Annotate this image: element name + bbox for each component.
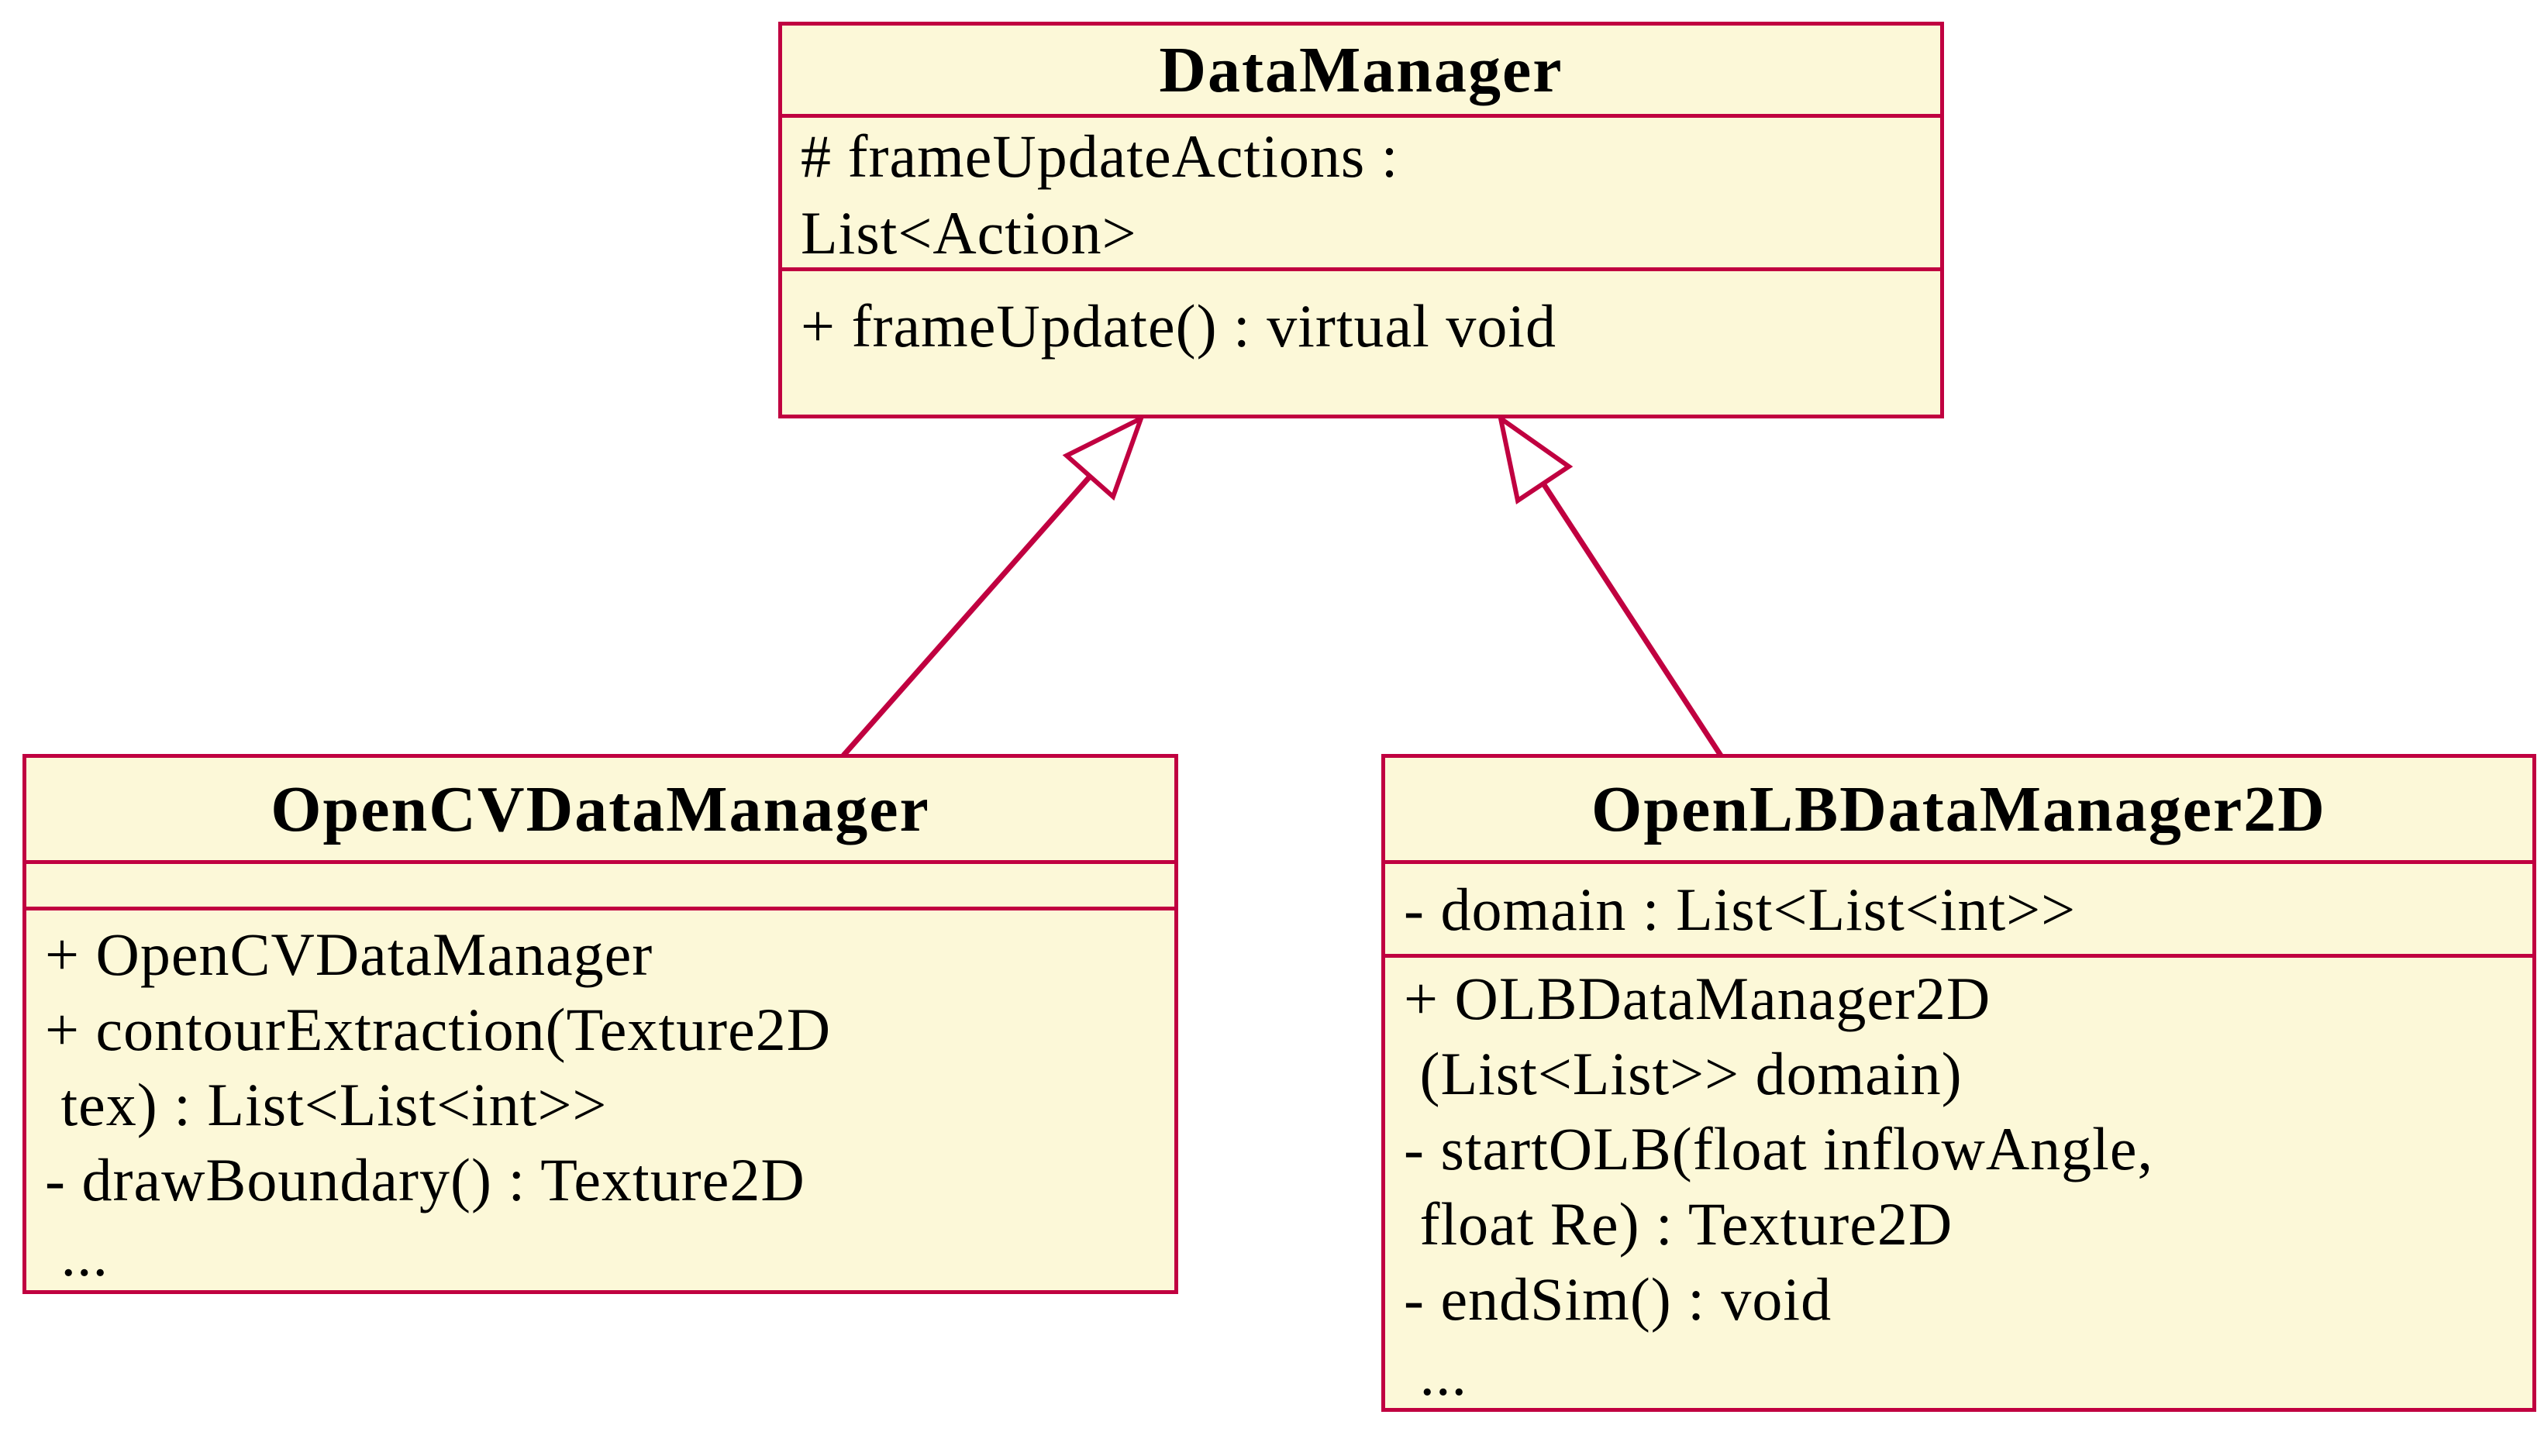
class-node-openlbdatamanager2d: OpenLBDataManager2D - domain : List<List… bbox=[1381, 754, 2536, 1412]
text-line: - startOLB(float inflowAngle, bbox=[1404, 1115, 2153, 1183]
class-title: OpenLBDataManager2D bbox=[1591, 773, 2326, 845]
class-attributes-compartment: # frameUpdateActions : List<Action> bbox=[782, 114, 1940, 267]
generalization-line bbox=[1541, 482, 1723, 757]
text-line: + OpenCVDataManager bbox=[45, 920, 653, 988]
text-line: ... bbox=[45, 1220, 109, 1289]
text-line: (List<List>> domain) bbox=[1404, 1040, 1963, 1108]
text-line: + contourExtraction(Texture2D bbox=[45, 995, 832, 1063]
text-line: tex) : List<List<int>> bbox=[45, 1070, 608, 1138]
class-node-datamanager: DataManager # frameUpdateActions : List<A… bbox=[778, 22, 1944, 418]
class-attributes-compartment: - domain : List<List<int>> bbox=[1385, 860, 2532, 954]
text-line: # frameUpdateActions : bbox=[801, 122, 1399, 190]
class-operations-compartment: + OpenCVDataManager + contourExtraction(T… bbox=[26, 906, 1174, 1290]
generalization-arrow-opencv-to-datamanager bbox=[841, 413, 1146, 758]
class-operations-compartment: + OLBDataManager2D (List<List>> domain) -… bbox=[1385, 954, 2532, 1408]
class-title: OpenCVDataManager bbox=[271, 773, 930, 845]
text-line: float Re) : Texture2D bbox=[1404, 1190, 1953, 1258]
text-line: - domain : List<List<int>> bbox=[1404, 876, 2077, 943]
class-operations-compartment: + frameUpdate() : virtual void bbox=[782, 267, 1940, 415]
text-line: ... bbox=[1404, 1341, 1467, 1408]
text-line: + OLBDataManager2D bbox=[1404, 965, 1991, 1033]
generalization-arrow-openlb-to-datamanager bbox=[1497, 413, 1723, 757]
hollow-triangle-arrowhead-icon bbox=[1062, 413, 1146, 501]
generalization-line bbox=[841, 474, 1092, 758]
hollow-triangle-arrowhead-icon bbox=[1497, 413, 1574, 504]
text-line: List<Action> bbox=[801, 199, 1137, 267]
text-line: - endSim() : void bbox=[1404, 1265, 1832, 1334]
class-attributes-compartment bbox=[26, 860, 1174, 907]
class-title: DataManager bbox=[1159, 33, 1563, 106]
text-line: + frameUpdate() : virtual void bbox=[801, 292, 1556, 360]
class-node-opencvdatamanager: OpenCVDataManager + OpenCVDataManager + c… bbox=[22, 754, 1178, 1294]
text-line: - drawBoundary() : Texture2D bbox=[45, 1145, 805, 1213]
